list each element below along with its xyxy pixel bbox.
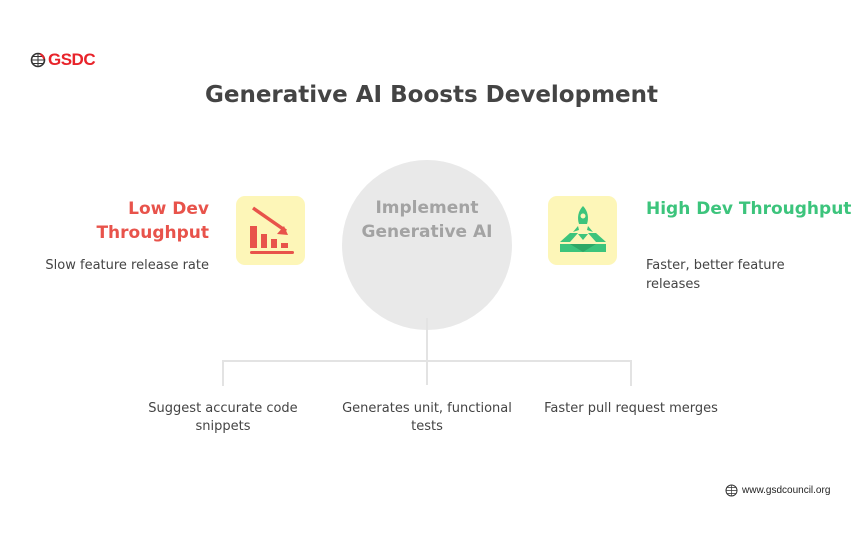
center-circle bbox=[342, 160, 512, 330]
page-title: Generative AI Boosts Development bbox=[204, 82, 659, 108]
center-label: Implement Generative AI bbox=[361, 198, 493, 242]
website-link[interactable]: www.gsdcouncil.org bbox=[742, 485, 831, 496]
benefit-item: Faster pull request merges bbox=[544, 401, 718, 416]
globe-icon bbox=[725, 484, 738, 497]
footer: www.gsdcouncil.org bbox=[725, 484, 830, 497]
left-icon-box bbox=[236, 196, 305, 265]
right-description: Faster, better feature releases bbox=[646, 258, 785, 292]
rocket-launch-icon bbox=[560, 206, 606, 252]
benefit-item: Suggest accurate code snippets bbox=[148, 401, 298, 434]
connector-line bbox=[222, 360, 224, 386]
left-description: Slow feature release rate bbox=[45, 258, 209, 273]
connector-line bbox=[630, 360, 632, 386]
declining-bar-chart-icon bbox=[250, 206, 294, 254]
right-heading: High Dev Throughput bbox=[646, 199, 852, 219]
globe-icon bbox=[30, 52, 46, 68]
left-heading: Low Dev Throughput bbox=[96, 199, 209, 243]
right-icon-box bbox=[548, 196, 617, 265]
connector-line bbox=[222, 360, 632, 362]
logo-text: GSDC bbox=[48, 50, 96, 69]
connector-line bbox=[426, 318, 428, 385]
gsdc-logo: GSDC bbox=[30, 50, 96, 70]
benefit-item: Generates unit, functional tests bbox=[342, 401, 512, 434]
